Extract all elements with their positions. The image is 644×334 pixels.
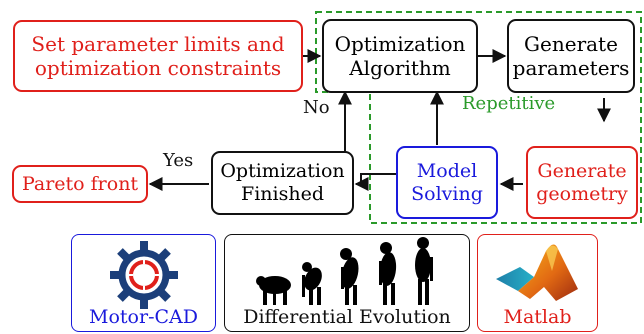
generate-parameters-line-2: parameters (512, 56, 630, 80)
motor-cad-logo (110, 241, 178, 309)
repetitive-label: Repetitive (462, 93, 556, 114)
pareto-front-box: Pareto front (12, 165, 148, 203)
no-label: No (303, 97, 330, 118)
pareto-front-label: Pareto front (21, 172, 139, 195)
matlab-caption: Matlab (503, 306, 572, 328)
optimization-algorithm-box: Optimization Algorithm (322, 19, 478, 93)
motorcad-caption: Motor-CAD (89, 306, 198, 328)
model-solving-line-2: Solving (411, 182, 483, 205)
set-limits-box: Set parameter limits and optimization co… (13, 20, 303, 92)
model-solving-box: Model Solving (396, 146, 498, 219)
differential-evolution-caption: Differential Evolution (243, 306, 451, 328)
differential-evolution-panel: Differential Evolution (224, 234, 470, 332)
generate-parameters-box: Generate parameters (507, 19, 635, 93)
matlab-panel: Matlab (477, 234, 598, 332)
yes-label: Yes (163, 150, 194, 171)
generate-geometry-line-2: geometry (536, 182, 628, 205)
arrow-solving-to-finished (354, 173, 396, 191)
repetitive-loop-border (315, 11, 642, 224)
model-solving-line-1: Model (416, 159, 478, 182)
optimization-algorithm-line-1: Optimization (334, 32, 466, 56)
optimization-algorithm-line-2: Algorithm (349, 56, 451, 80)
evolution-silhouettes-icon (256, 237, 433, 305)
set-limits-line-1: Set parameter limits and (31, 32, 285, 56)
optimization-finished-box: Optimization Finished (211, 151, 354, 215)
optimization-finished-line-2: Finished (241, 183, 324, 205)
motorcad-panel: Motor-CAD (71, 234, 216, 332)
generate-geometry-line-1: Generate (537, 159, 627, 182)
set-limits-line-2: optimization constraints (34, 56, 282, 80)
optimization-finished-line-1: Optimization (220, 160, 345, 183)
matlab-logo (496, 244, 578, 301)
generate-parameters-line-1: Generate (524, 32, 618, 56)
generate-geometry-box: Generate geometry (526, 146, 638, 219)
